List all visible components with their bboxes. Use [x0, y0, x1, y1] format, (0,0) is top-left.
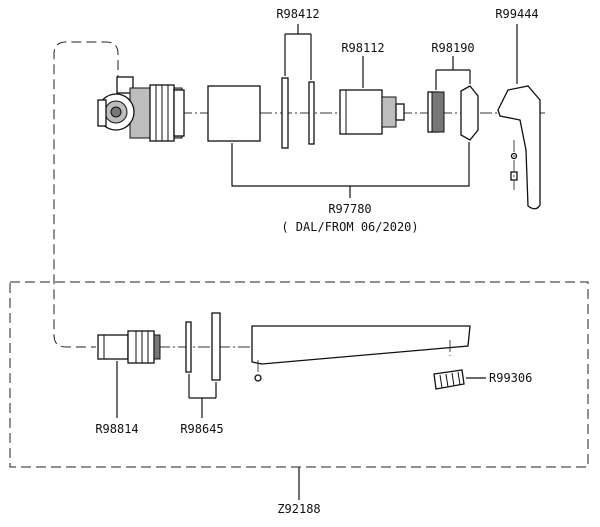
connector-dashed-path: [53, 41, 119, 348]
label-r97780-note: ( DAL/FROM 06/2020): [281, 220, 418, 234]
mixer-body: [97, 76, 185, 142]
label-r98112: R98112: [341, 41, 384, 55]
label-r99444: R99444: [495, 7, 538, 21]
r99444-lever-handle: [497, 85, 541, 210]
label-r98645: R98645: [180, 422, 223, 436]
spout: [251, 325, 471, 382]
label-z92188: Z92188: [277, 502, 320, 516]
label-r98814: R98814: [95, 422, 138, 436]
label-r98190: R98190: [431, 41, 474, 55]
r98645-washers: [185, 312, 221, 381]
r98190-ring-and-cap: [427, 85, 479, 141]
label-r97780: R97780: [328, 202, 371, 216]
r97780-bracket: [231, 142, 470, 187]
r98112-cartridge: [339, 89, 405, 135]
r99306-aerator: [433, 369, 465, 390]
label-r99306: R99306: [489, 371, 532, 385]
sleeve-part: [207, 85, 261, 142]
r98814-connector: [97, 330, 161, 364]
label-r98412: R98412: [276, 7, 319, 21]
r98412-washers: [281, 77, 315, 149]
